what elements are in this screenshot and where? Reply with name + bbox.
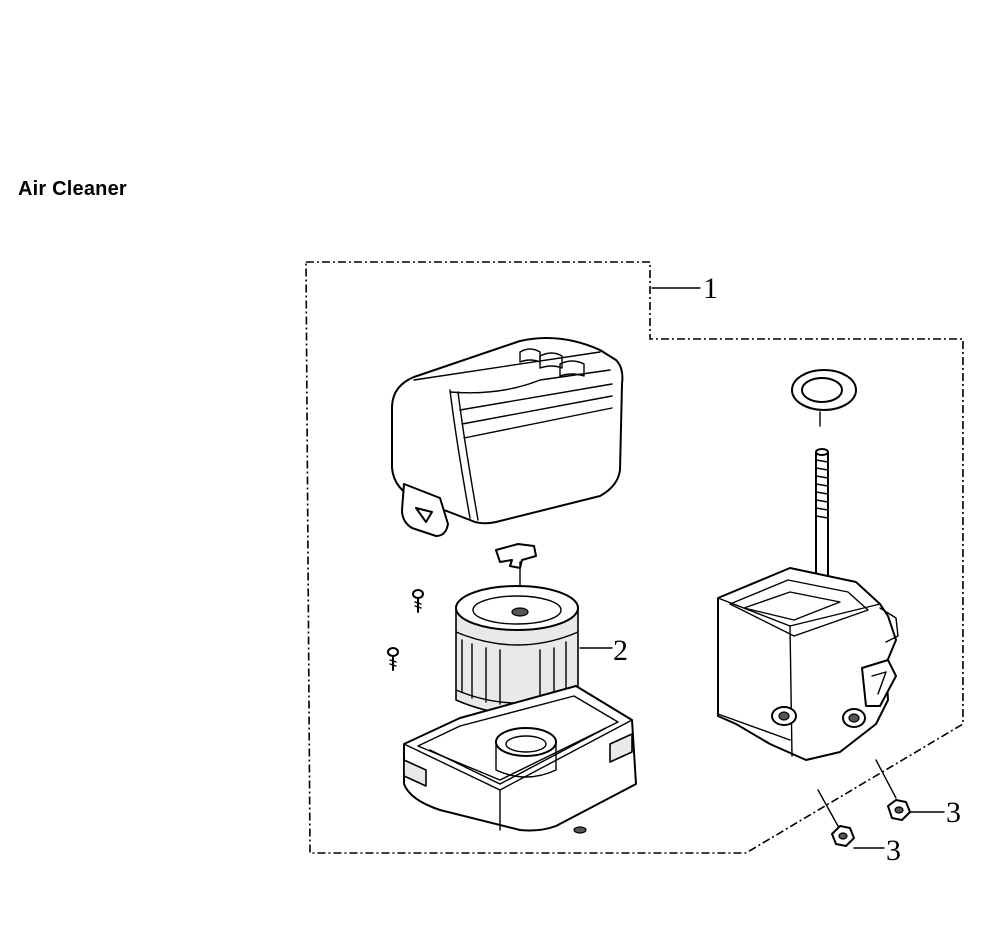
page-title: Air Cleaner (18, 178, 127, 200)
air-cleaner-cover (391, 337, 624, 537)
flange-nut-right (875, 759, 911, 821)
clip-part (495, 543, 537, 591)
callout-1: 1 (703, 272, 718, 305)
gasket-ring (791, 369, 857, 427)
elbow-housing (717, 567, 899, 761)
callout-3a: 3 (946, 796, 961, 829)
screw-upper (412, 589, 424, 613)
callout-2: 2 (613, 634, 628, 667)
callout-3b: 3 (886, 834, 901, 867)
screw-lower (387, 647, 399, 671)
assembly-boundary (305, 261, 964, 854)
air-cleaner-base (403, 685, 637, 834)
stud-bolt (815, 448, 829, 583)
flange-nut-left (817, 789, 855, 847)
